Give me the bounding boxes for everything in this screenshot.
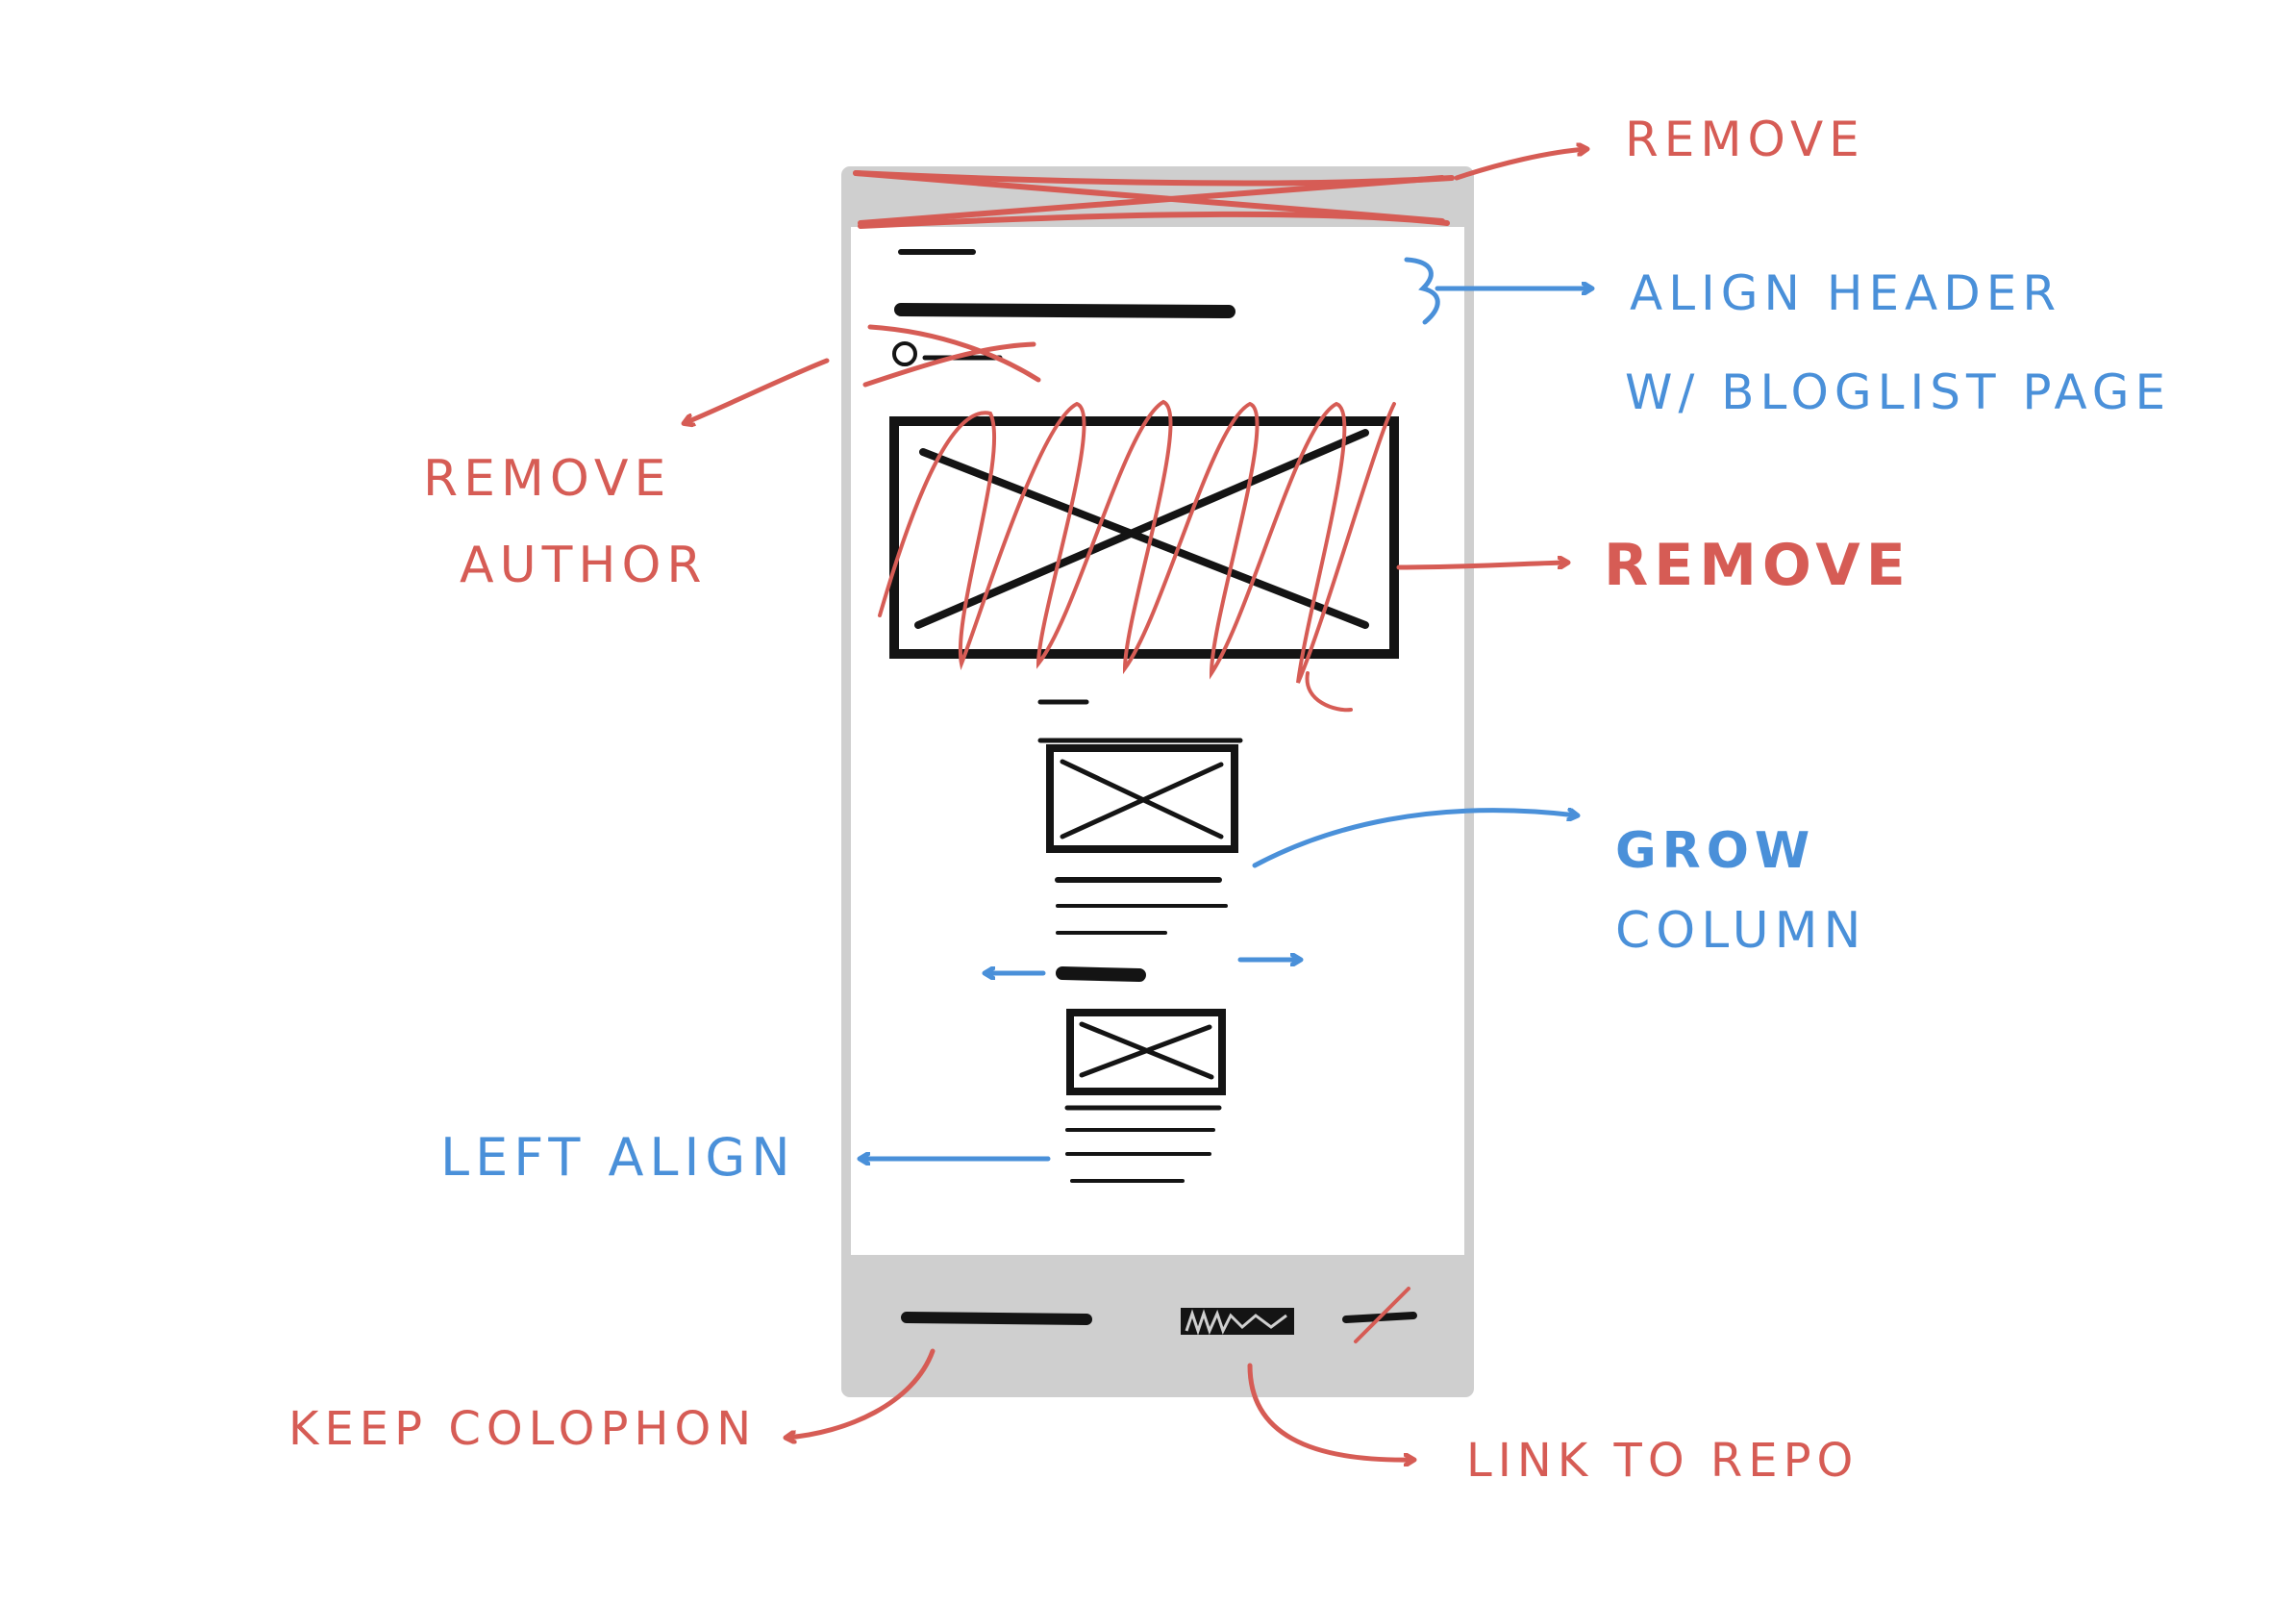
align-header-label-1: ALIGN HEADER	[1630, 265, 2061, 321]
avatar	[892, 341, 917, 366]
post-thumbnail-2	[1066, 1009, 1226, 1095]
remove-top-arrow	[1454, 149, 1586, 181]
left-align-label: LEFT ALIGN	[440, 1127, 796, 1188]
grow-column-label-1: GROW	[1615, 822, 1815, 880]
author-strike	[862, 324, 1041, 388]
grow-column-label-2: COLUMN	[1615, 902, 1866, 960]
header-title-line	[894, 303, 1235, 318]
colophon-line	[901, 1312, 1092, 1325]
remove-author-label-2: AUTHOR	[460, 537, 708, 594]
remove-author-arrow	[685, 358, 830, 423]
align-header-label-2: W/ BLOGLIST PAGE	[1625, 364, 2171, 420]
remove-image-label: REMOVE	[1604, 532, 1911, 599]
annotation-labels: REMOVE ALIGN HEADER W/ BLOGLIST PAGE REM…	[288, 112, 2171, 1488]
post-thumbnail-1	[1046, 744, 1238, 853]
footer-contents	[901, 1287, 1417, 1343]
phone-body	[841, 166, 1474, 1397]
grow-column-arrow	[1252, 811, 1577, 868]
remove-author-label-1: REMOVE	[423, 450, 671, 508]
hero-scribble	[878, 399, 1396, 713]
blog-list	[1037, 699, 1243, 1183]
annotation-arrows	[685, 149, 1591, 1460]
footer-bar	[846, 1255, 1469, 1392]
brace-icon	[1404, 257, 1440, 325]
link-to-repo-label: LINK TO REPO	[1466, 1434, 1859, 1488]
remove-image-arrow	[1396, 563, 1567, 570]
hero-image	[878, 399, 1399, 713]
pagination-line	[1056, 966, 1146, 982]
link-to-repo-arrow	[1247, 1363, 1413, 1460]
crossed-box-icon	[1066, 1009, 1226, 1095]
keep-colophon-arrow	[786, 1348, 936, 1438]
crossed-box-icon	[1046, 744, 1238, 853]
author-row	[862, 324, 1041, 388]
footer-extra-strike	[1354, 1287, 1410, 1343]
keep-colophon-label: KEEP COLOPHON	[288, 1402, 757, 1456]
remove-top-label: REMOVE	[1625, 112, 1865, 167]
header-block	[894, 249, 1235, 318]
top-bar-strike	[853, 170, 1455, 229]
repo-link	[1181, 1308, 1294, 1336]
phone-frame	[841, 166, 1474, 1397]
